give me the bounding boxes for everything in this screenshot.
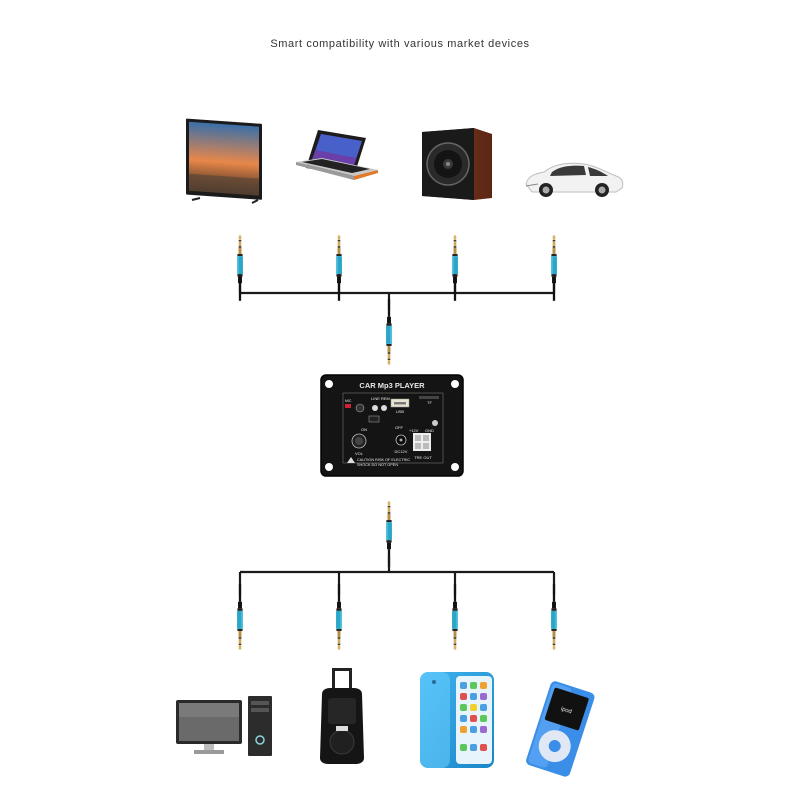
- bottom-cable-harness: [238, 555, 556, 595]
- jack-plug-top-center: [386, 299, 392, 365]
- panel-on-label: ON: [361, 427, 367, 432]
- mp3-player-icon: ipod: [526, 681, 595, 777]
- panel-title: CAR Mp3 PLAYER: [359, 381, 425, 390]
- speaker-icon: [422, 128, 492, 200]
- desktop-computer-icon: [176, 696, 272, 756]
- jack-plug-top-3: [452, 235, 458, 301]
- jack-plug-bottom-2: [336, 584, 342, 650]
- jack-plug-bottom-1: [237, 584, 243, 650]
- panel-caution-line-1: CAUTION RISK OF ELECTRIC: [357, 458, 410, 462]
- jack-plug-bottom-3: [452, 584, 458, 650]
- panel-mic-label: MIC: [345, 399, 352, 403]
- laptop-icon: [296, 130, 378, 180]
- page-title: Smart compatibility with various market …: [270, 38, 530, 50]
- trolley-speaker-icon: [320, 668, 364, 764]
- panel-tre-out-label: TRE OUT: [414, 455, 432, 460]
- top-cable-harness: [238, 268, 556, 310]
- panel-gnd-label: GND: [425, 428, 434, 433]
- jack-plug-top-4: [551, 235, 557, 301]
- car-icon: [525, 162, 624, 197]
- panel-off-label: OFF: [395, 425, 404, 430]
- smartphone-icon: [420, 672, 494, 768]
- jack-plug-top-1: [237, 235, 243, 301]
- panel-usb-label: USB: [396, 409, 405, 414]
- panel-12v-label: +12V: [409, 428, 419, 433]
- panel-caution-line-2: SHOCK DO NOT OPEN: [357, 463, 398, 467]
- panel-dc12v-label: DC12V: [395, 449, 408, 454]
- panel-line-rem-label: LINE REM: [371, 396, 390, 401]
- tv-icon: [186, 118, 262, 204]
- panel-vol-label: VOL: [355, 451, 364, 456]
- panel-tf-label: TF: [427, 400, 432, 405]
- mp3-player-screen-label: ipod: [560, 706, 573, 715]
- jack-plug-top-2: [336, 235, 342, 301]
- jack-plug-bottom-4: [551, 584, 557, 650]
- mp3-player-panel: CAR Mp3 PLAYER MIC LINE REM USB TF ON OF…: [320, 374, 464, 477]
